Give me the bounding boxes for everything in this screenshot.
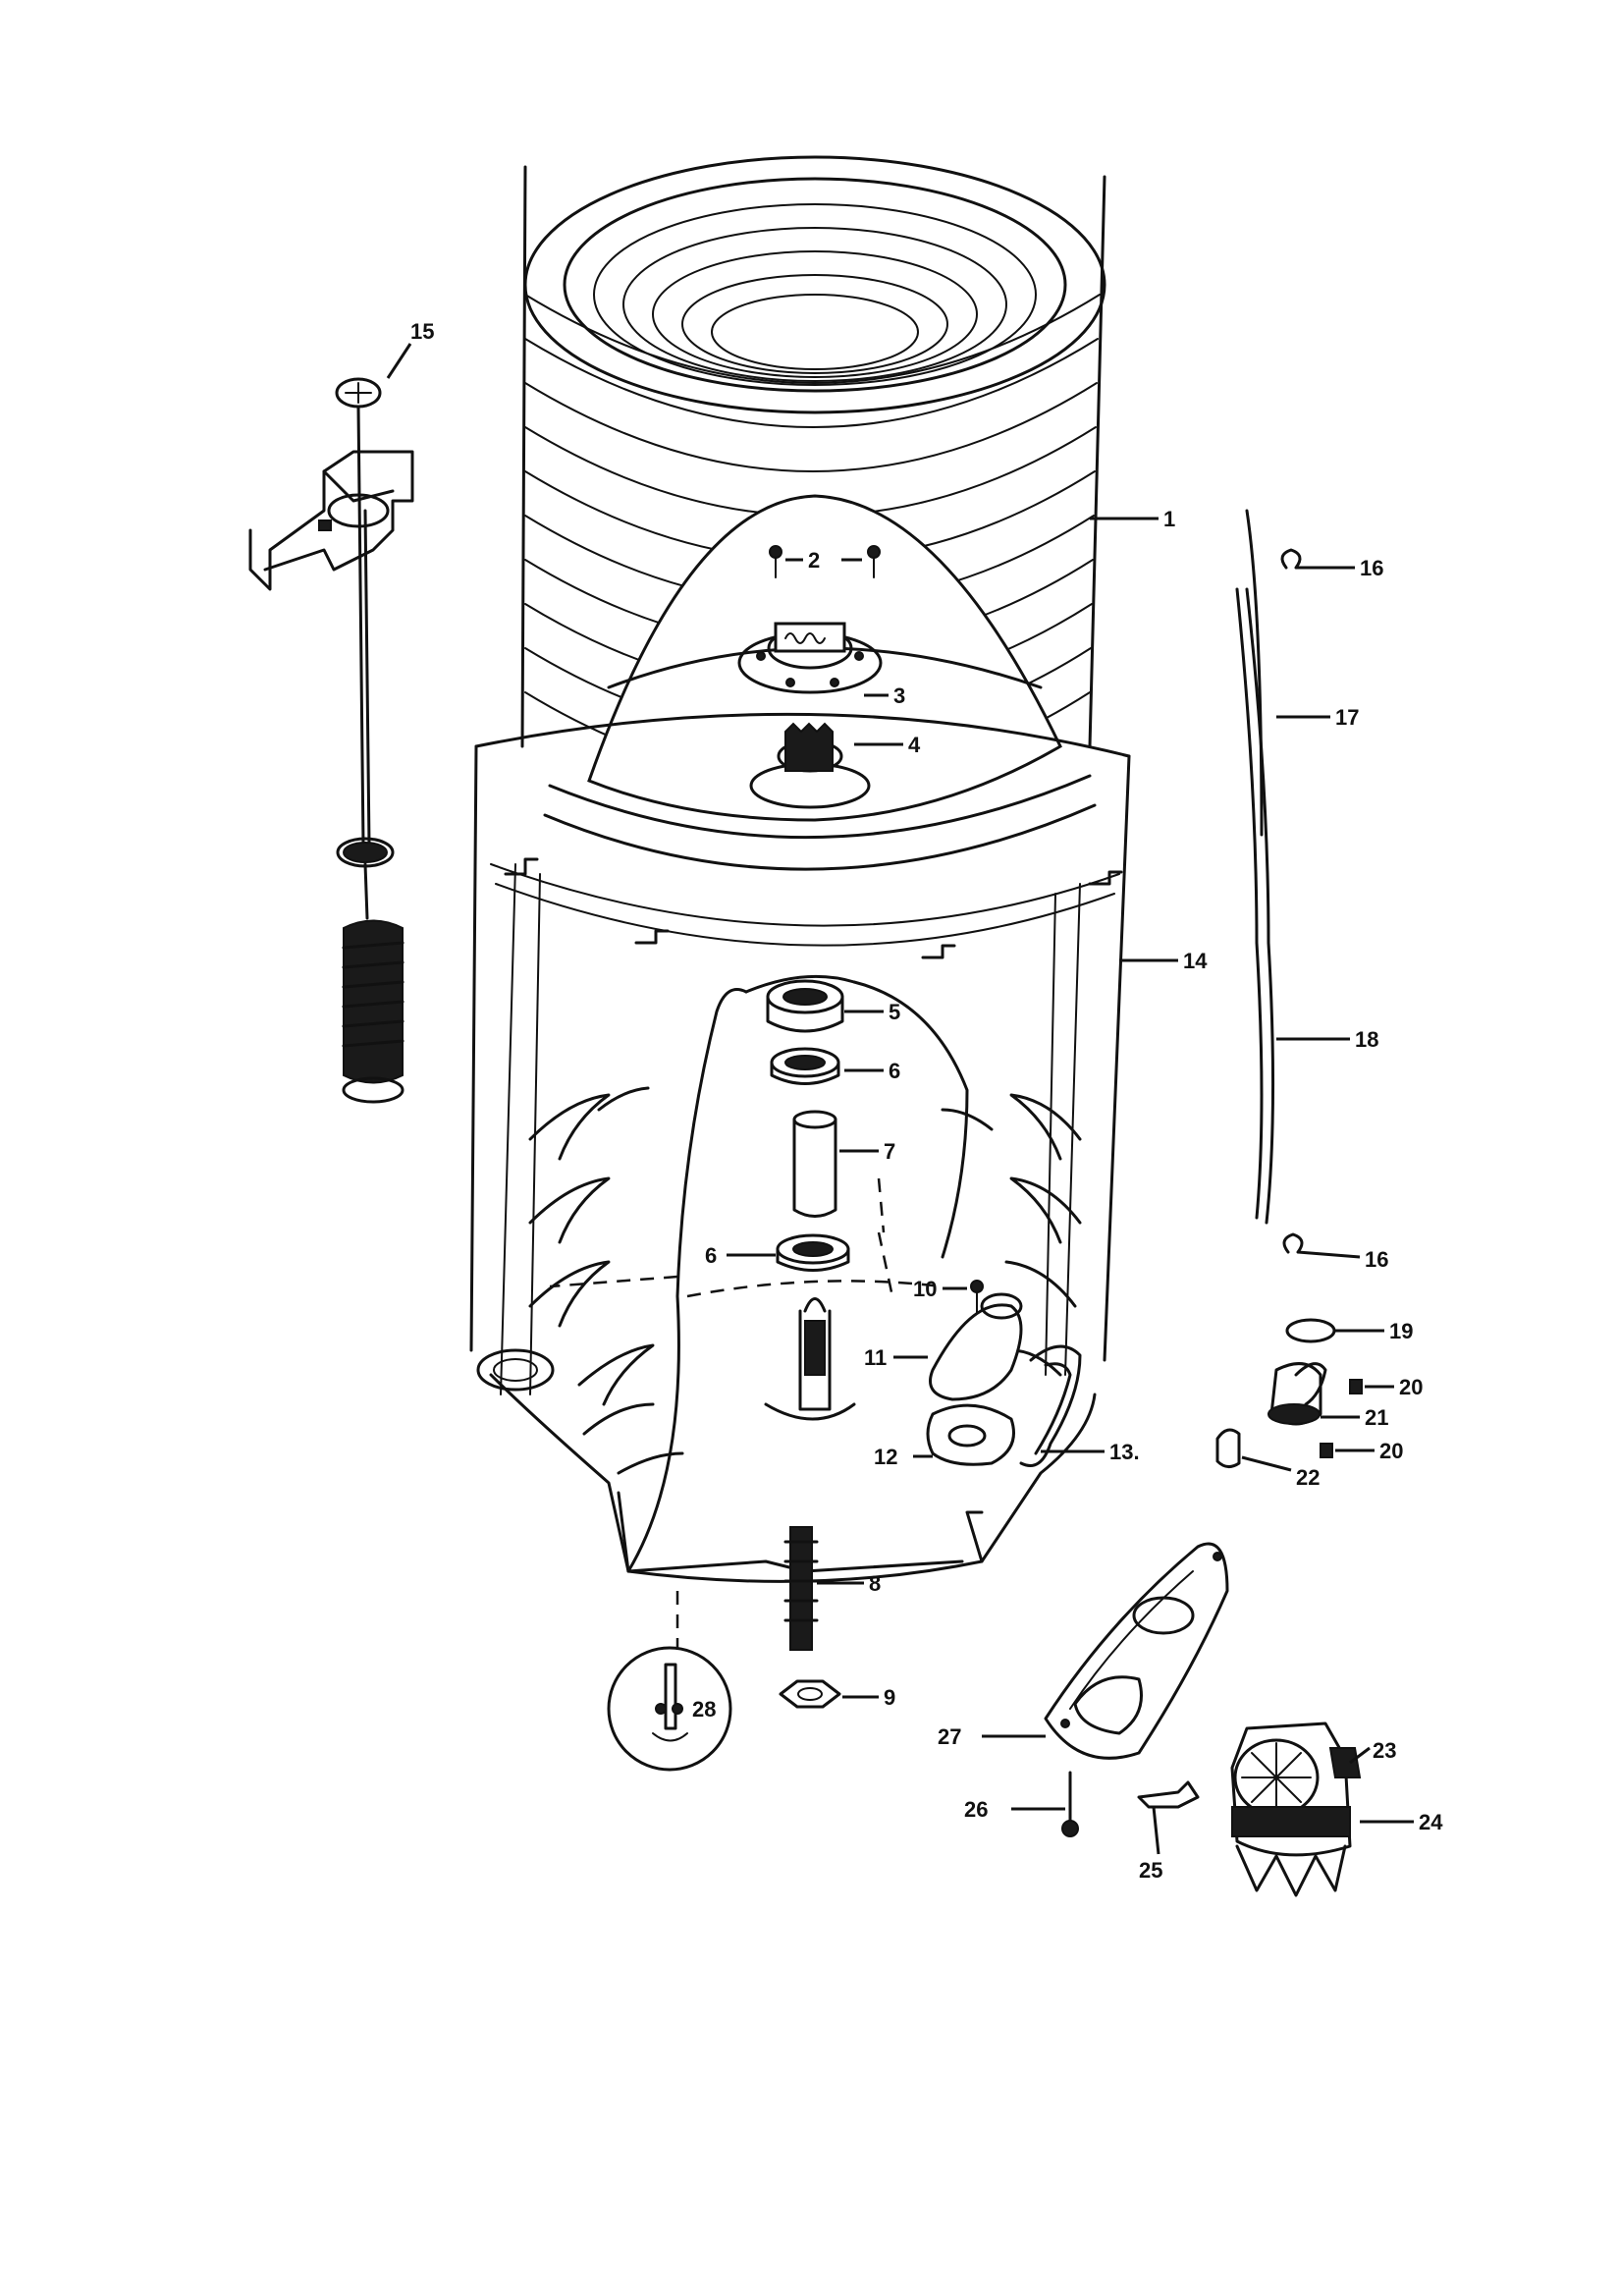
spring-clip [1137, 1780, 1200, 1809]
callout-12: 12 [874, 1445, 897, 1469]
callout-9: 9 [884, 1685, 895, 1710]
callout-16-upper: 16 [1360, 556, 1383, 580]
outer-tub [469, 712, 1131, 1583]
callout-10: 10 [913, 1277, 937, 1301]
callout-23: 23 [1373, 1738, 1396, 1763]
callout-14: 14 [1183, 949, 1208, 973]
drain-pump-motor [1230, 1722, 1362, 1897]
callout-13: 13. [1109, 1440, 1140, 1464]
callout-17: 17 [1335, 705, 1359, 730]
bearing-stack [766, 979, 850, 1272]
detail-inset [607, 1591, 732, 1772]
callout-24: 24 [1419, 1810, 1443, 1834]
callout-20-lower: 20 [1379, 1439, 1403, 1463]
callout-5: 5 [889, 1000, 900, 1024]
drive-gear [749, 722, 871, 809]
screw-pair [769, 545, 881, 578]
callout-28: 28 [692, 1697, 716, 1722]
callout-8: 8 [869, 1571, 881, 1596]
pump-cover-assembly [926, 1280, 1082, 1467]
mounting-screw [1061, 1771, 1079, 1837]
callout-1: 1 [1163, 507, 1175, 531]
callout-6-lower: 6 [705, 1243, 717, 1268]
o-ring [1285, 1318, 1336, 1343]
basket-hub [737, 622, 883, 694]
callout-11: 11 [864, 1345, 887, 1370]
drain-bolt [783, 1526, 819, 1651]
leader-lines [386, 343, 1414, 1855]
callout-26: 26 [964, 1797, 988, 1822]
callout-25: 25 [1139, 1858, 1162, 1883]
hoses [1235, 509, 1304, 1254]
callout-2: 2 [808, 548, 820, 573]
callout-15: 15 [410, 319, 434, 344]
callout-18: 18 [1355, 1027, 1378, 1052]
suspension-rod [248, 377, 414, 1104]
callout-3: 3 [893, 683, 905, 708]
callout-labels: 1 2 3 4 5 6 6 7 8 9 10 11 12 13. 14 15 1… [410, 319, 1443, 1883]
callout-4: 4 [908, 733, 921, 757]
callout-20-upper: 20 [1399, 1375, 1423, 1399]
callout-19: 19 [1389, 1319, 1413, 1343]
callout-7: 7 [884, 1139, 895, 1164]
callout-22: 22 [1296, 1465, 1320, 1490]
cover-plate [1044, 1542, 1229, 1760]
drive-shaft [764, 1297, 856, 1421]
callout-27: 27 [938, 1724, 961, 1749]
hex-nut [779, 1679, 841, 1709]
callout-16-lower: 16 [1365, 1247, 1388, 1272]
callout-21: 21 [1365, 1405, 1388, 1430]
callout-6-upper: 6 [889, 1059, 900, 1083]
pump-fittings [1215, 1362, 1363, 1468]
